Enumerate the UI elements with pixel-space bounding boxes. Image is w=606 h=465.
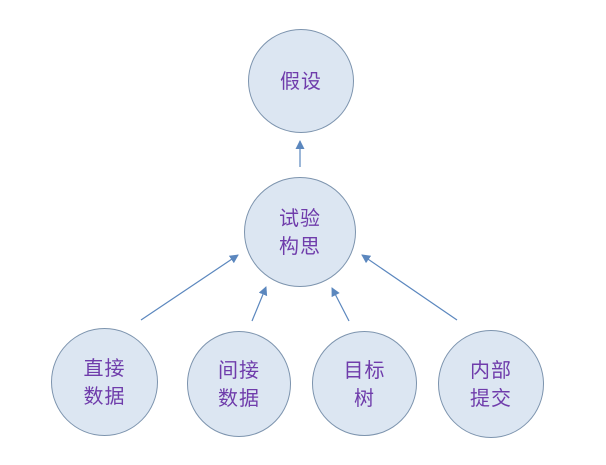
node-goal-tree: 目标 树	[312, 331, 417, 436]
node-direct-data: 直接 数据	[51, 328, 158, 436]
node-experiment-design: 试验 构思	[244, 177, 356, 287]
node-indirect-data: 间接 数据	[187, 331, 291, 437]
arrow-goal-tree-to-design	[331, 287, 350, 322]
node-internal-submission: 内部 提交	[438, 330, 544, 438]
arrow-indirect-to-design	[251, 286, 268, 322]
arrow-internal-to-design	[361, 254, 458, 321]
arrow-direct-to-design	[140, 254, 239, 321]
node-hypothesis: 假设	[248, 29, 354, 133]
